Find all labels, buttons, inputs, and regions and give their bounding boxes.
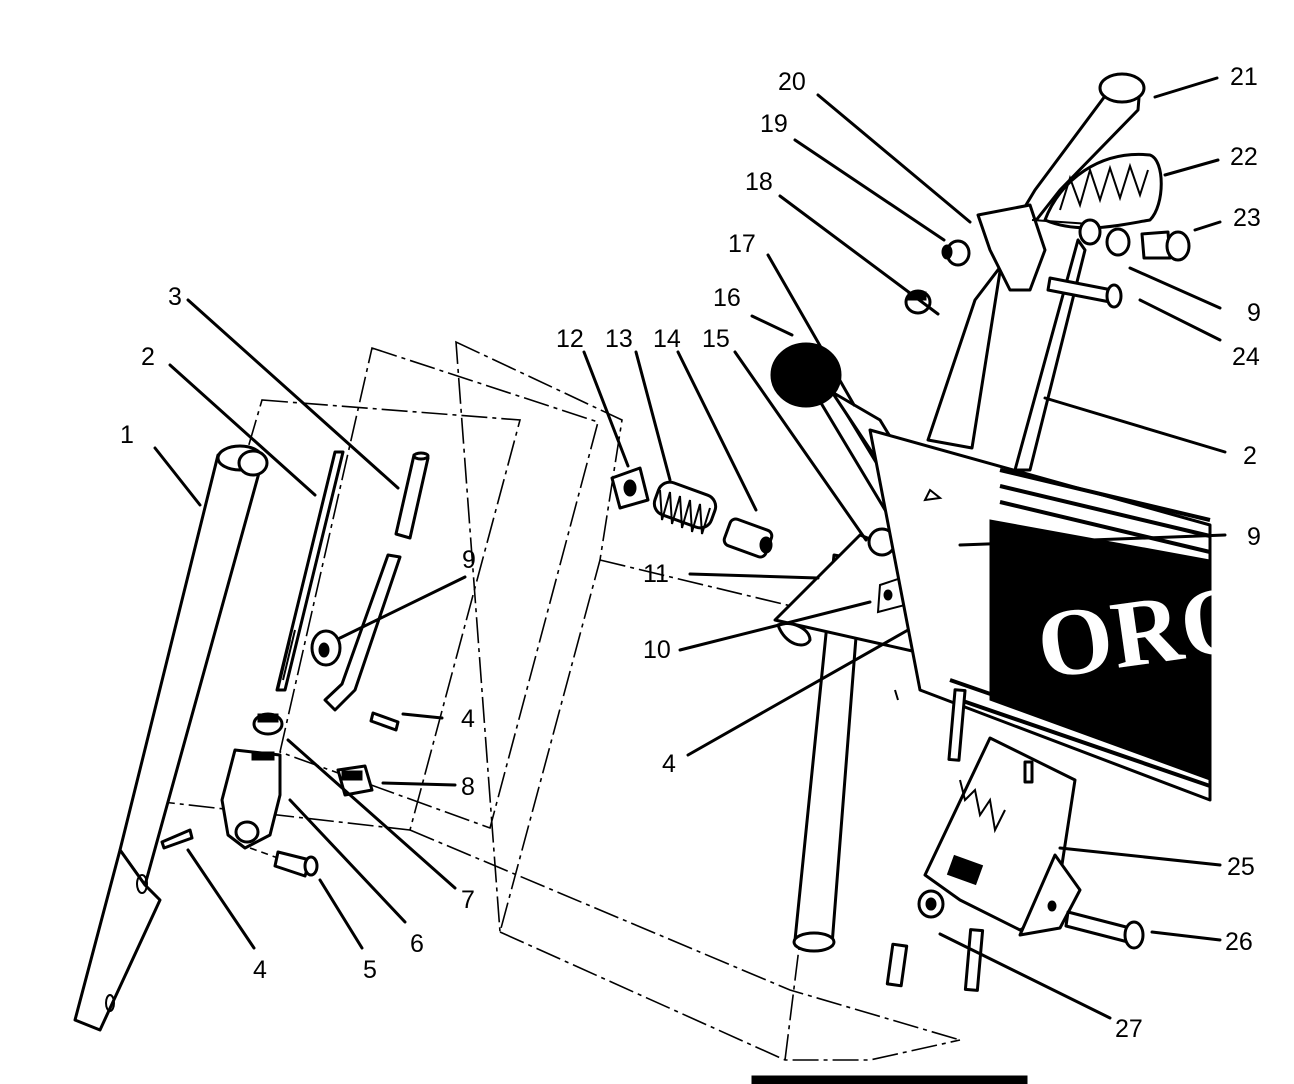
callout-1: 1 [120,421,134,449]
callout-19: 19 [760,110,788,138]
callout-4-right: 4 [662,750,676,778]
callout-2-right: 2 [1243,442,1257,470]
callout-18: 18 [745,168,773,196]
handle-tube [73,444,269,1032]
callout-3: 3 [168,283,182,311]
callout-5: 5 [363,956,377,984]
washer-19 [941,239,971,267]
callout-2: 2 [141,343,155,371]
washer-27 [917,889,945,919]
spring-spacer [722,517,774,559]
shift-knob [770,342,842,408]
callout-22: 22 [1230,143,1258,171]
callout-9-top: 9 [1247,299,1261,327]
threaded-rod [275,450,345,692]
callout-20: 20 [778,68,806,96]
callout-numbers: 1 2 3 2 9 4 8 7 6 5 4 12 13 14 15 16 17 … [120,63,1261,1043]
compression-spring [652,480,718,535]
roll-pin-left [160,828,194,850]
callout-9-left: 9 [462,546,476,574]
callout-17: 17 [728,230,756,258]
nut [252,712,284,736]
nut-18 [904,289,932,315]
bolt-23 [1105,227,1191,262]
callout-11: 11 [643,560,669,588]
roll-pins-lower [885,688,985,992]
pin [249,847,319,878]
callout-9-right: 9 [1247,523,1261,551]
leader-lines [153,76,1227,1020]
callout-10: 10 [643,636,671,664]
cropped-bottom-text [751,1075,1028,1084]
spring-cap [610,466,650,510]
pivot-bracket [976,203,1102,292]
callout-21: 21 [1230,63,1258,91]
callout-4-mid: 4 [461,705,475,733]
callout-14: 14 [653,325,681,353]
bent-rod [323,553,402,712]
callout-15: 15 [702,325,730,353]
callout-26: 26 [1225,928,1253,956]
callout-6: 6 [410,930,424,958]
washer-left [310,629,342,667]
bolt-24 [1046,276,1123,309]
bracket-clip [220,748,282,850]
callout-8: 8 [461,773,475,801]
callout-27: 27 [1115,1015,1143,1043]
callout-7: 7 [461,886,475,914]
lower-bracket [923,736,1082,937]
roll-pin-mid [369,711,400,732]
callout-13: 13 [605,325,633,353]
bolt-26 [1064,910,1145,950]
callout-24: 24 [1232,343,1260,371]
callout-23: 23 [1233,204,1261,232]
callout-4-left: 4 [253,956,267,984]
short-rod [394,451,430,540]
callout-16: 16 [713,284,741,312]
callout-25: 25 [1227,853,1255,881]
console-housing: ORO [868,428,1262,802]
callout-12: 12 [556,325,584,353]
upper-handle [926,72,1146,472]
